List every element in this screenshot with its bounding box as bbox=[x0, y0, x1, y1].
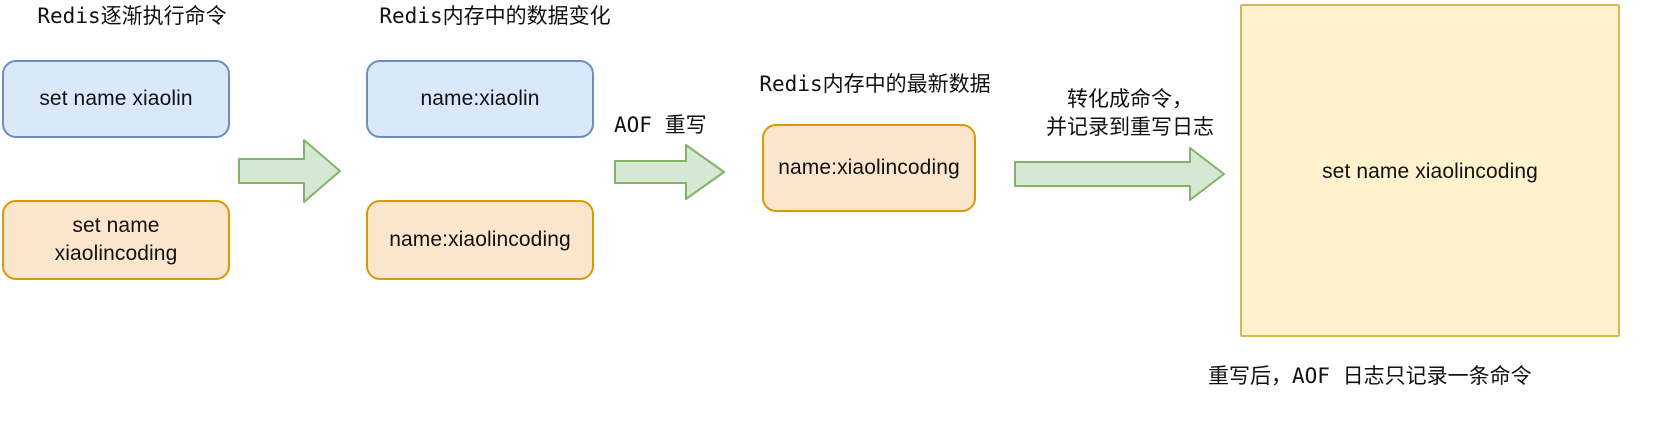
memory-box-1: name:xiaolin bbox=[366, 60, 594, 138]
memory-box-2: name:xiaolincoding bbox=[366, 200, 594, 280]
latest-memory-box: name:xiaolincoding bbox=[762, 124, 976, 212]
command-box-2: set name xiaolincoding bbox=[2, 200, 230, 280]
rewrite-log-entry-label: set name xiaolincoding bbox=[1322, 160, 1538, 183]
arrow-aof-rewrite bbox=[614, 143, 726, 201]
rewrite-log-box: set name xiaolincoding bbox=[1240, 4, 1620, 337]
arrow-label-convert-to-log: 转化成命令， 并记录到重写日志 bbox=[1046, 87, 1214, 140]
command-box-1: set name xiaolin bbox=[2, 60, 230, 138]
heading-memory-column: Redis内存中的数据变化 bbox=[379, 4, 611, 28]
arrow-commands-to-memory bbox=[238, 138, 342, 204]
memory-box-2-label: name:xiaolincoding bbox=[389, 227, 571, 251]
heading-latest-memory-column: Redis内存中的最新数据 bbox=[759, 72, 991, 96]
heading-commands-column: Redis逐渐执行命令 bbox=[37, 4, 227, 28]
footer-note: 重写后，AOF 日志只记录一条命令 bbox=[1208, 364, 1532, 388]
latest-memory-box-label: name:xiaolincoding bbox=[778, 155, 960, 179]
command-box-2-label: set name xiaolincoding bbox=[54, 213, 178, 265]
arrow-convert-to-log bbox=[1014, 146, 1226, 202]
memory-box-1-label: name:xiaolin bbox=[420, 86, 540, 110]
arrow-label-aof-rewrite: AOF 重写 bbox=[614, 113, 707, 137]
command-box-1-label: set name xiaolin bbox=[39, 86, 193, 110]
